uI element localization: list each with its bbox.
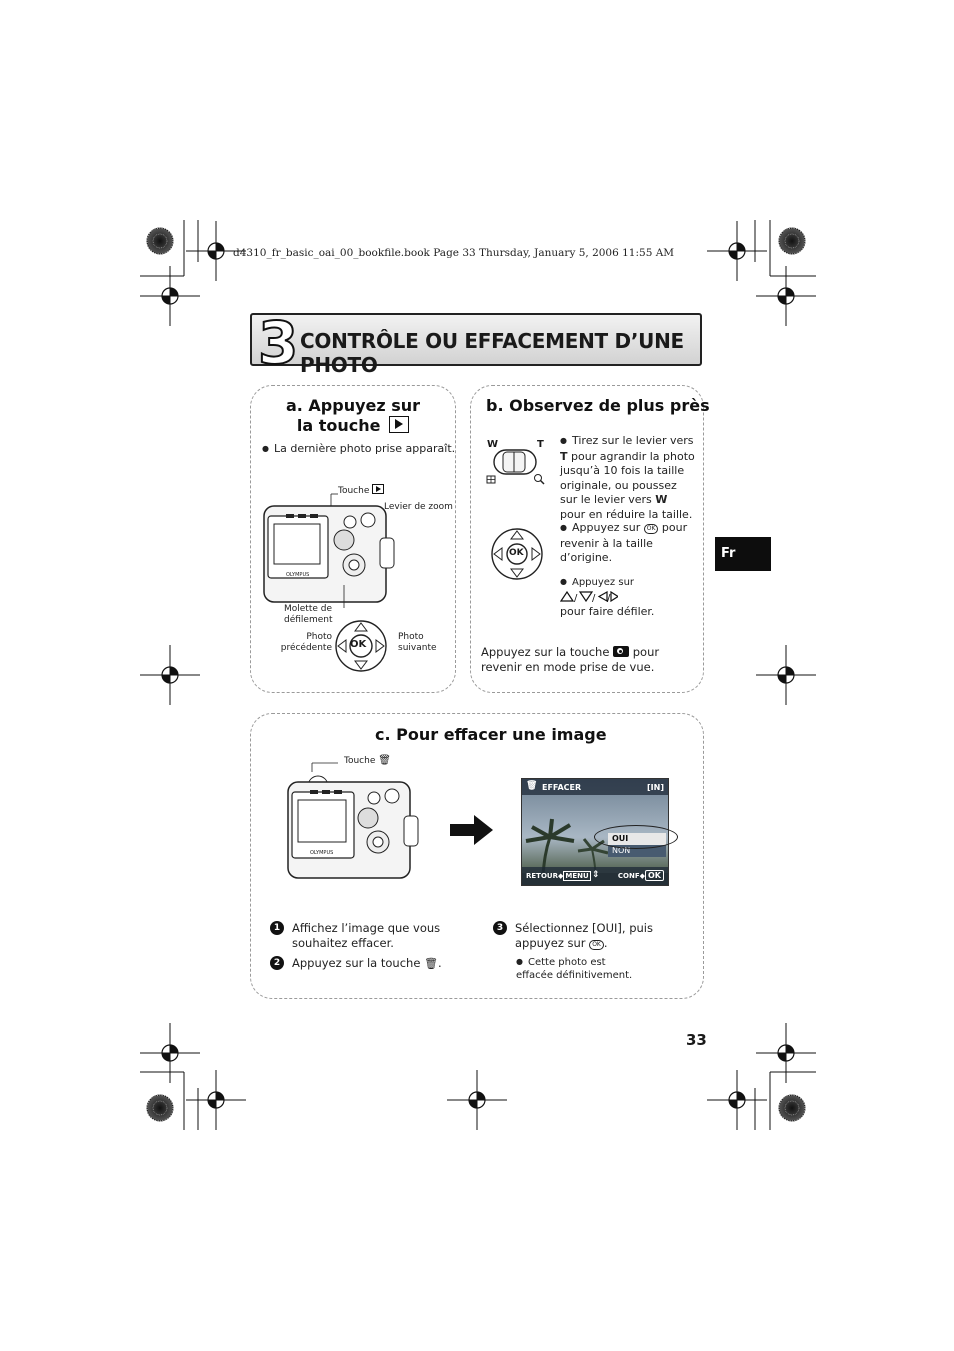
lcd-nav-icon: ⇕ (592, 870, 600, 880)
step-1: 1 Affichez l’image que vous souhaitez ef… (270, 921, 450, 951)
step-3: 3 Sélectionnez [OUI], puis appuyez sur O… (493, 921, 698, 951)
section-a-heading: a. Appuyez sur la touche (250, 396, 456, 436)
chapter-number: 3 (257, 308, 299, 378)
step-3-line: Sélectionnez [OUI], puis appuyez sur OK. (515, 921, 653, 950)
bullet1-w: W (655, 493, 668, 506)
bullet-dot (560, 575, 572, 588)
language-tab-fr[interactable]: Fr (715, 537, 771, 571)
step-3-bullet-text: Cette photo est effacée définitivement. (516, 957, 633, 981)
step-2-number: 2 (270, 956, 284, 970)
arrow-pad-a (335, 620, 387, 672)
right-arrow-icon (450, 815, 493, 845)
section-b-bullet1: Tirez sur le levier vers T pour agrandir… (560, 434, 696, 522)
lcd-memory: [IN] (647, 783, 664, 792)
page-number: 33 (686, 1031, 707, 1049)
bullet-dot (560, 434, 572, 447)
bullet-dot (560, 521, 572, 534)
svg-text:OLYMPUS: OLYMPUS (286, 572, 309, 578)
svg-text:/: / (607, 593, 611, 602)
bullet3-pre: Appuyez sur (571, 577, 635, 588)
lever-w-label: W (487, 439, 499, 450)
camera-back-illustration: OLYMPUS (263, 493, 395, 608)
camera-shooting-icon (613, 646, 630, 657)
lcd-back-text: RETOUR (526, 872, 558, 880)
panel-b (470, 385, 704, 693)
footer-pre: Appuyez sur la touche (481, 645, 610, 659)
step-3-bullet: Cette photo est effacée définitivement. (516, 956, 636, 982)
camera-back-illustration-c: OLYMPUS (287, 762, 419, 879)
section-b-footer: Appuyez sur la touche pour revenir en mo… (481, 645, 695, 675)
chapter-title: CONTRÔLE OU EFFACEMENT D’UNE PHOTO (300, 329, 684, 377)
bullet3-post: pour faire défiler. (560, 605, 655, 618)
arrow-keys-icon: / / / (559, 590, 620, 604)
label-touche-play-text: Touche (338, 486, 370, 496)
bullet1-mid: pour agrandir la photo jusqu’à 10 fois l… (560, 449, 695, 507)
arrow-pad-b (491, 528, 543, 580)
bullet2-pre: Appuyez sur (571, 521, 641, 534)
bullet2-post: pour revenir à la taille d’origine. (560, 521, 688, 564)
label-touche-trash-text: Touche (344, 756, 376, 766)
section-b-heading: b. Observez de plus près (486, 396, 710, 415)
section-b-bullet3: Appuyez sur / / / pour faire défiler. (559, 575, 694, 620)
lcd-screen: 🗑 EFFACER [IN] OUI NON RETOUR◆MENU ⇕ CON… (521, 778, 669, 886)
step-1-number: 1 (270, 921, 284, 935)
section-b-bullet2: Appuyez sur OK pour revenir à la taille … (560, 521, 694, 566)
lcd-menu-key: MENU (563, 871, 591, 881)
trash-icon: 🗑 (378, 755, 391, 766)
section-a-bullet: La dernière photo prise apparaît. (262, 442, 455, 458)
bullet1-post: pour en réduire la taille. (560, 507, 693, 521)
section-a-heading-line2: la touche (250, 416, 456, 436)
svg-text:/: / (574, 593, 578, 602)
lcd-conf-text: CONF (617, 872, 640, 880)
step-3-text: Sélectionnez [OUI], puis appuyez sur (515, 921, 653, 950)
panel-c (250, 713, 704, 999)
panel-a (250, 385, 456, 693)
lcd-title: EFFACER (542, 783, 582, 792)
lcd-ok-key: OK (645, 870, 664, 881)
label-touche-play: Touche (338, 484, 385, 497)
step-2: 2 Appuyez sur la touche 🗑. (270, 956, 470, 971)
label-photo-precedente: Photo précédente (280, 632, 332, 653)
label-photo-suivante: Photo suivante (398, 632, 437, 653)
zoom-lever-illustration (486, 449, 545, 485)
lcd-back: RETOUR◆MENU (526, 871, 591, 881)
highlight-ellipse (594, 825, 678, 849)
chapter-banner: 3 CONTRÔLE OU EFFACEMENT D’UNE PHOTO (250, 308, 702, 378)
bullet1-pre: Tirez sur le levier vers (571, 434, 694, 447)
ok-label-b: OK (509, 548, 524, 558)
lever-t-label: T (537, 439, 544, 450)
step-3-number: 3 (493, 921, 507, 935)
bullet1-t: T (560, 449, 568, 463)
play-button-icon (389, 416, 410, 433)
svg-text:OLYMPUS: OLYMPUS (310, 850, 333, 856)
bullet-dot (516, 957, 528, 968)
ok-label-a: OK (350, 639, 367, 650)
lcd-bottom-bar: RETOUR◆MENU ⇕ CONF◆OK (522, 867, 668, 885)
svg-text:/: / (592, 593, 596, 602)
play-small-icon (372, 484, 385, 494)
label-levier-zoom: Levier de zoom (384, 502, 453, 512)
section-a-heading-text: la touche (296, 416, 381, 435)
step-2-text: Appuyez sur la touche (292, 956, 421, 970)
lcd-conf: CONF◆OK (617, 870, 664, 881)
lcd-top-bar: 🗑 EFFACER [IN] (522, 779, 668, 795)
step-1-text: Affichez l’image que vous souhaitez effa… (292, 921, 441, 950)
label-molette: Molette de défilement (284, 604, 333, 625)
file-header-line: d4310_fr_basic_oai_00_bookfile.book Page… (233, 247, 675, 259)
footer-post: pour revenir en mode prise de vue. (481, 645, 660, 674)
label-touche-trash: Touche 🗑 (344, 755, 391, 767)
ok-button-icon-step3: OK (589, 940, 604, 950)
lcd-trash-icon: 🗑 (526, 781, 538, 791)
trash-icon-step2: 🗑 (424, 957, 439, 970)
ok-button-icon: OK (643, 524, 659, 534)
section-c-heading: c. Pour effacer une image (375, 725, 607, 744)
section-a-heading-line1: a. Appuyez sur (285, 396, 421, 415)
step-2-line: Appuyez sur la touche 🗑. (292, 956, 442, 970)
